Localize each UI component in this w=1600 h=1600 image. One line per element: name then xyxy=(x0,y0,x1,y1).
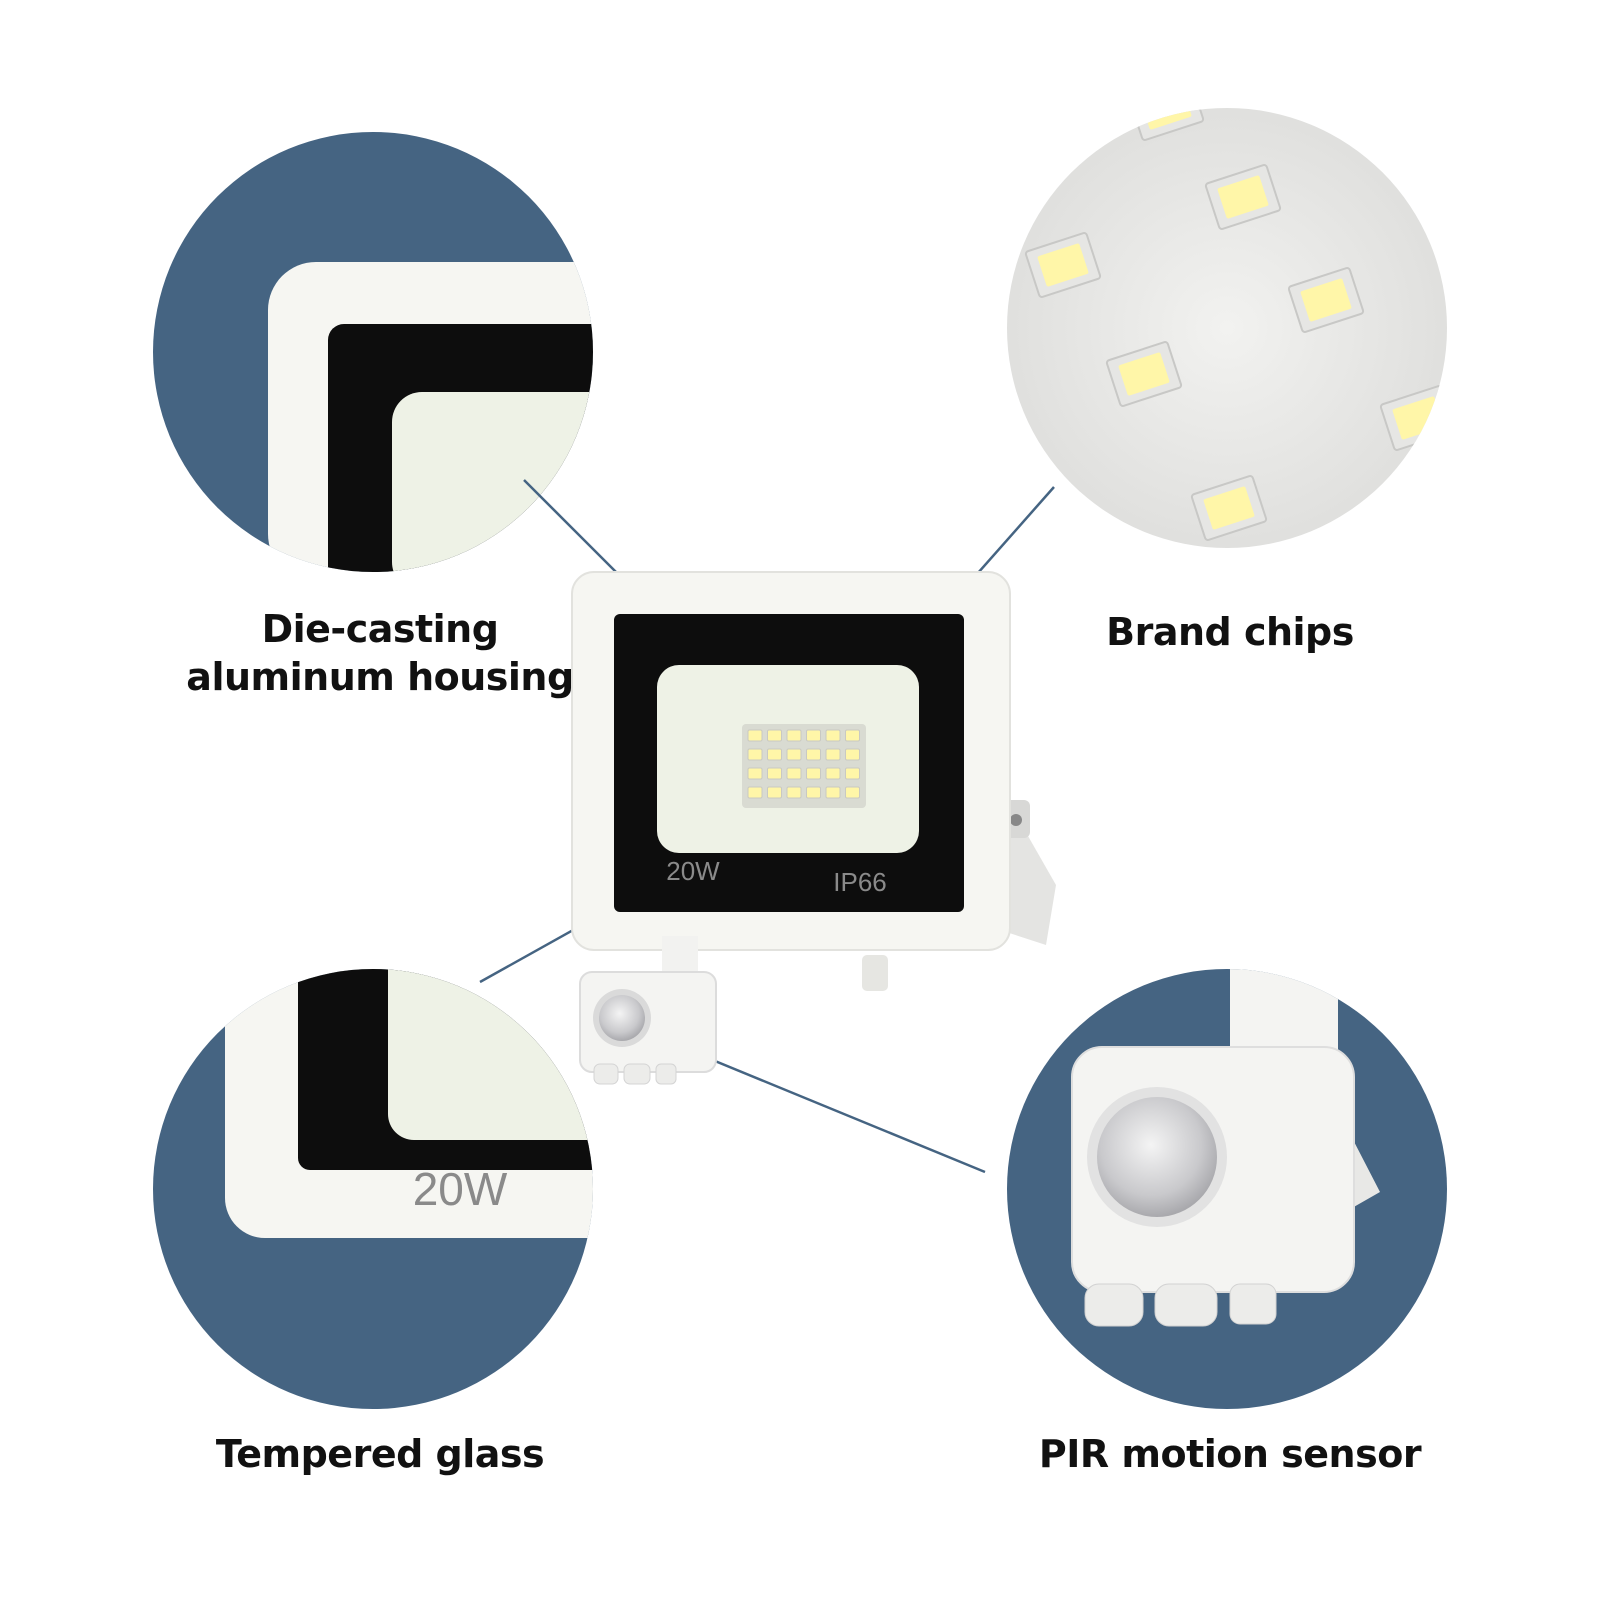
led-chip-small xyxy=(825,748,841,761)
led-chip-small xyxy=(767,729,782,742)
led-chip-small xyxy=(747,767,763,780)
cable-gland-icon xyxy=(1154,1283,1218,1327)
zoom-circle-glass: 20W xyxy=(153,969,593,1409)
led-chip-small xyxy=(767,748,782,761)
led-chip-small xyxy=(786,767,802,780)
led-chip-small xyxy=(845,786,860,799)
led-chip-small xyxy=(825,729,841,742)
led-chip-grid xyxy=(747,729,860,799)
led-chip-small xyxy=(747,748,763,761)
led-chip xyxy=(1287,267,1365,333)
led-chip-small xyxy=(747,729,763,742)
flood-light-product: 20W IP66 xyxy=(571,571,1056,1085)
product-ip-rating-label: IP66 xyxy=(833,867,887,897)
callout-glass-label: Tempered glass xyxy=(140,1430,620,1478)
zoom-circle-chips xyxy=(1007,108,1447,548)
led-chip-small xyxy=(786,786,802,799)
cable-gland xyxy=(862,955,888,991)
callout-sensor-label: PIR motion sensor xyxy=(1000,1430,1460,1478)
led-chip-small xyxy=(845,729,860,742)
chip-zoom-bg xyxy=(1007,108,1447,548)
led-chip-small xyxy=(806,767,821,780)
pir-lens-small-icon xyxy=(599,995,645,1041)
product-wattage-label: 20W xyxy=(666,856,720,886)
callout-sensor-line-1: PIR motion sensor xyxy=(1038,1432,1422,1476)
led-chip-small xyxy=(825,786,841,799)
led-chip-small xyxy=(747,786,763,799)
led-chip-small xyxy=(806,748,821,761)
zoom-circle-housing xyxy=(153,132,593,572)
zoom-wattage-label: 20W xyxy=(413,1163,508,1215)
led-chip-small xyxy=(845,767,860,780)
callout-housing-line-2: aluminum housing xyxy=(186,655,574,699)
zoom-circle-sensor xyxy=(1007,969,1447,1409)
pir-lens-icon xyxy=(1097,1097,1217,1217)
led-chip-small xyxy=(767,767,782,780)
callout-housing-line-1: Die-casting xyxy=(261,607,499,651)
led-chip-small xyxy=(825,767,841,780)
callout-housing-label: Die-casting aluminum housing xyxy=(140,605,620,701)
housing-panel-zoom xyxy=(392,392,593,572)
callout-glass-line-1: Tempered glass xyxy=(215,1432,545,1476)
leader-line-sensor xyxy=(680,1045,986,1174)
led-chip xyxy=(1105,341,1183,407)
led-chip-small xyxy=(845,748,860,761)
led-chip-small xyxy=(806,786,821,799)
led-chip xyxy=(1204,164,1282,230)
cable-gland-icon xyxy=(1084,1283,1144,1327)
callout-chips-label: Brand chips xyxy=(1000,608,1460,656)
led-chip-small xyxy=(767,786,782,799)
led-chip xyxy=(1024,232,1102,298)
led-chip xyxy=(1190,475,1268,541)
callout-chips-line-1: Brand chips xyxy=(1106,610,1354,654)
led-chip-small xyxy=(786,729,802,742)
led-chip-small xyxy=(806,729,821,742)
cable-gland-icon xyxy=(1229,1283,1277,1325)
led-chip-small xyxy=(786,748,802,761)
